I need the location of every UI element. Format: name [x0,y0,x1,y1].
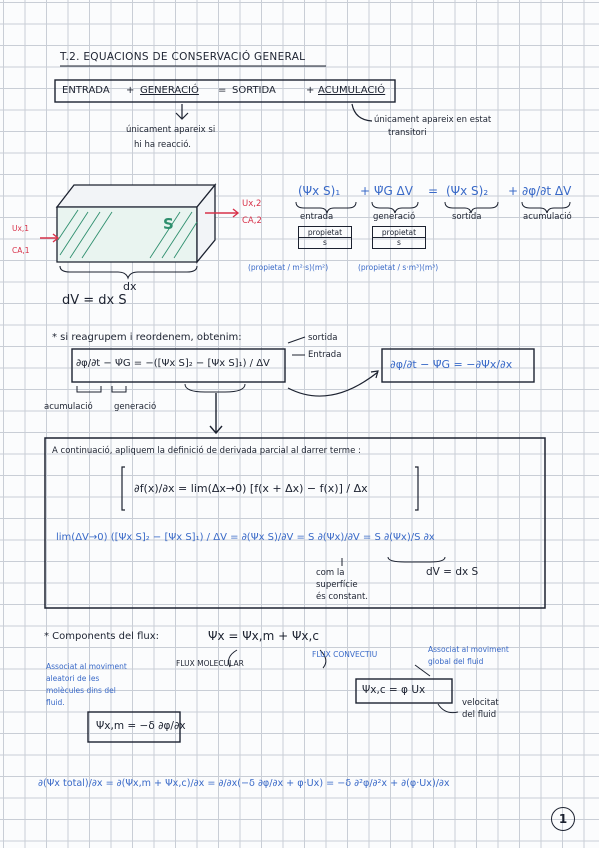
gen-note-line1: únicament apareix si [126,125,216,135]
lbl-entrada: entrada [300,212,334,222]
dx-label: dx [123,280,137,293]
unit-box-1: propietat s [298,226,352,249]
balance-plus-2: + [508,184,519,198]
velocity-note-1: velocitat [462,698,499,708]
balance-out: (Ψx S)₂ [446,184,489,198]
surface-note-3: és constant. [316,592,369,602]
eq-generacio: GENERACIÓ [140,85,199,96]
flux-conv-label: FLUX CONVECTIU [312,650,378,659]
regroup-lbl-gen: generació [114,402,157,412]
conv-note-2: global del fluid [428,657,484,666]
ux2-label: Ux,2 [242,199,262,209]
eq-acumulacio: ACUMULACIÓ [318,85,386,96]
mol-note-1: Associat al moviment [46,662,127,671]
regroup-eq-right: ∂φ/∂t − Ψ̇G = −∂Ψx/∂x [390,358,513,371]
regroup-entrada: Entrada [308,350,342,360]
page-title: T.2. EQUACIONS DE CONSERVACIÓ GENERAL [60,51,306,63]
mol-note-4: fluid. [46,698,65,707]
unit1-top: propietat [299,228,351,238]
surface-s-label: S [163,215,174,233]
unit-expr-4: (propietat / s·m³)(m³) [358,263,439,272]
flux-mol-label: FLUX MOLECULAR [176,659,244,668]
flux-equation: Ψx = Ψx,m + Ψx,c [208,629,319,643]
conv-note-1: Associat al moviment [428,645,509,654]
acc-note-line1: únicament apareix en estat [374,115,492,125]
volume-element-eq: dV = dx S [62,293,127,308]
regroup-eq-left: ∂φ/∂t − Ψ̇G = −([Ψx S]₂ − [Ψx S]₁) / ΔV [76,358,270,369]
regroup-lbl-acc: acumulació [44,402,93,412]
mol-note-3: molècules dins del [46,686,116,695]
balance-acc: ∂φ/∂t ΔV [522,184,572,198]
lbl-sortida: sortida [452,212,482,222]
lbl-generacio: generació [373,212,416,222]
regroup-sortida: sortida [308,333,338,343]
surface-note-1: com la [316,568,345,578]
regroup-note: * si reagrupem i reordenem, obtenim: [52,332,242,343]
eq-sortida: SORTIDA [232,85,276,96]
final-equation: ∂(Ψx total)/∂x = ∂(Ψx,m + Ψx,c)/∂x = ∂/∂… [38,778,450,789]
eq-plus-2: + [306,85,315,96]
ux1-label: Ux,1 [12,224,30,233]
balance-plus: + [360,184,371,198]
eq-equals: = [218,85,227,96]
gen-note-line2: hi ha reacció. [134,140,191,150]
derivative-limit: lim(ΔV→0) ([Ψx S]₂ − [Ψx S]₁) / ΔV = ∂(Ψ… [56,532,435,543]
ca2-label: CA,2 [242,216,262,226]
eq-plus: + [126,85,135,96]
balance-in: (Ψx S)₁ [298,184,341,198]
derivative-definition: ∂f(x)/∂x = lim(Δx→0) [f(x + Δx) − f(x)] … [134,482,368,495]
unit1-bot: s [323,238,327,247]
mol-note-2: aleatori de les [46,674,100,683]
surface-note-2: superfície [316,580,358,590]
flux-molecular-eq: Ψx,m = −δ ∂φ/∂x [96,720,186,732]
balance-gen: Ψ̇G ΔV [374,184,413,198]
unit2-top: propietat [373,228,425,238]
balance-equals: = [428,184,439,198]
unit2-bot: s [397,238,401,247]
flux-heading: * Components del flux: [44,631,160,642]
flux-convective-eq: Ψx,c = φ Ux [362,684,426,696]
ca1-label: CA,1 [12,246,30,255]
acc-note-line2: transitori [388,128,427,138]
unit-expr-3: (propietat / m²·s)(m²) [248,263,329,272]
lbl-acumulacio: acumulació [523,212,572,222]
unit-box-2: propietat s [372,226,426,249]
derivative-dv-eq: dV = dx S [426,566,479,578]
page-number: 1 [551,807,575,831]
velocity-note-2: del fluid [462,710,497,720]
derivative-intro: A continuació, apliquem la definició de … [52,446,361,456]
eq-entrada: ENTRADA [62,85,110,96]
